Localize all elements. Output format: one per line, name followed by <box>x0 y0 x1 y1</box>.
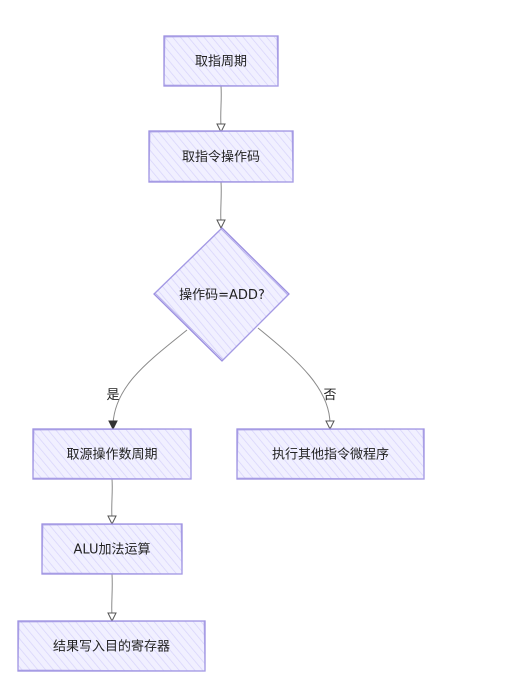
node-other-micro-label: 执行其他指令微程序 <box>272 448 389 463</box>
edge-alu-add-to-write-back <box>107 573 117 623</box>
node-alu-add: ALU加法运算 <box>41 523 183 575</box>
edge-fetch-cycle-to-fetch-opcode <box>216 85 226 134</box>
edge-decision-to-fetch-source <box>108 329 188 431</box>
edge-fetch-opcode-to-decision <box>216 181 226 230</box>
edge-decision-to-other-micro <box>257 327 335 431</box>
node-other-micro: 执行其他指令微程序 <box>236 428 425 480</box>
edge-fetch-source-to-alu-add <box>107 478 117 526</box>
node-alu-add-label: ALU加法运算 <box>73 543 150 558</box>
arrow-head <box>216 219 226 230</box>
arrow-head <box>216 123 226 134</box>
node-decision-label: 操作码=ADD? <box>179 287 265 303</box>
node-write-back: 结果写入目的寄存器 <box>17 620 206 672</box>
node-fetch-cycle: 取指周期 <box>163 35 279 87</box>
yes-label: 是 <box>106 388 119 403</box>
arrow-head <box>108 420 118 431</box>
no-label: 否 <box>323 388 336 403</box>
arrow-head <box>325 420 335 431</box>
arrow-head <box>107 515 117 526</box>
node-fetch-opcode-label: 取指令操作码 <box>182 149 260 165</box>
node-fetch-opcode: 取指令操作码 <box>148 130 294 183</box>
node-fetch-cycle-label: 取指周期 <box>195 55 247 70</box>
node-decision: 操作码=ADD? <box>153 227 290 362</box>
node-fetch-source: 取源操作数周期 <box>32 428 192 480</box>
arrow-head <box>107 612 117 623</box>
node-fetch-source-label: 取源操作数周期 <box>66 447 157 463</box>
node-write-back-label: 结果写入目的寄存器 <box>53 639 170 655</box>
